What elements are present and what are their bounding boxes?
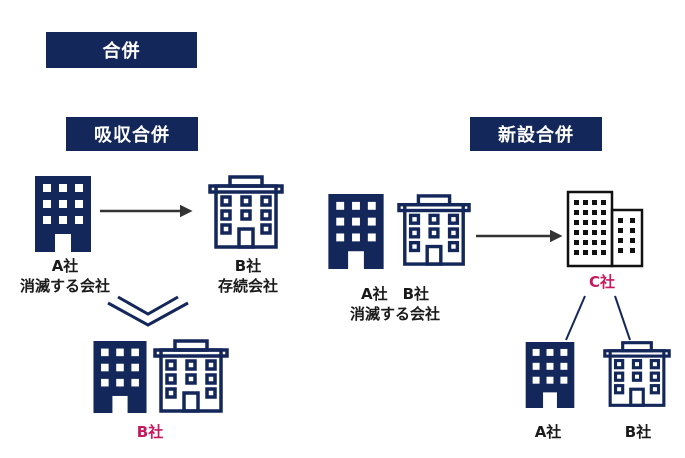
c-to-a-line xyxy=(565,295,586,341)
absorption-result-name: B社 xyxy=(136,423,164,441)
new-est-child-a-building-icon xyxy=(524,342,576,408)
new-est-c-name: C社 xyxy=(588,273,615,291)
company-b-building-icon xyxy=(208,175,284,249)
absorption-a-desc: 消滅する会社 xyxy=(19,277,110,295)
new-est-child-b-name: B社 xyxy=(624,423,652,441)
new-est-heading: 新設合併 xyxy=(470,117,602,151)
absorption-b-desc: 存続会社 xyxy=(217,277,278,295)
c-to-b-line xyxy=(614,295,631,341)
page-title: 合併 xyxy=(46,32,197,68)
new-est-a-building-icon xyxy=(326,194,386,269)
absorption-a-name: A社 xyxy=(51,257,79,275)
new-est-child-b-building-icon xyxy=(603,340,671,408)
company-c-building-icon xyxy=(566,188,644,268)
new-est-ab-desc: 消滅する会社 xyxy=(349,305,440,323)
new-est-child-a-name: A社 xyxy=(534,423,562,441)
absorption-b-name: B社 xyxy=(234,257,262,275)
merged-b-building-icon xyxy=(153,339,229,413)
merge-chevron-inner xyxy=(117,295,179,316)
new-est-b-building-icon xyxy=(397,193,471,267)
merged-a-building-icon xyxy=(92,341,148,413)
new-est-ab-names: A社 B社 xyxy=(360,285,430,303)
merge-chevron-outer xyxy=(107,301,189,327)
company-a-building-icon xyxy=(35,176,91,252)
absorption-heading: 吸収合併 xyxy=(66,117,198,151)
